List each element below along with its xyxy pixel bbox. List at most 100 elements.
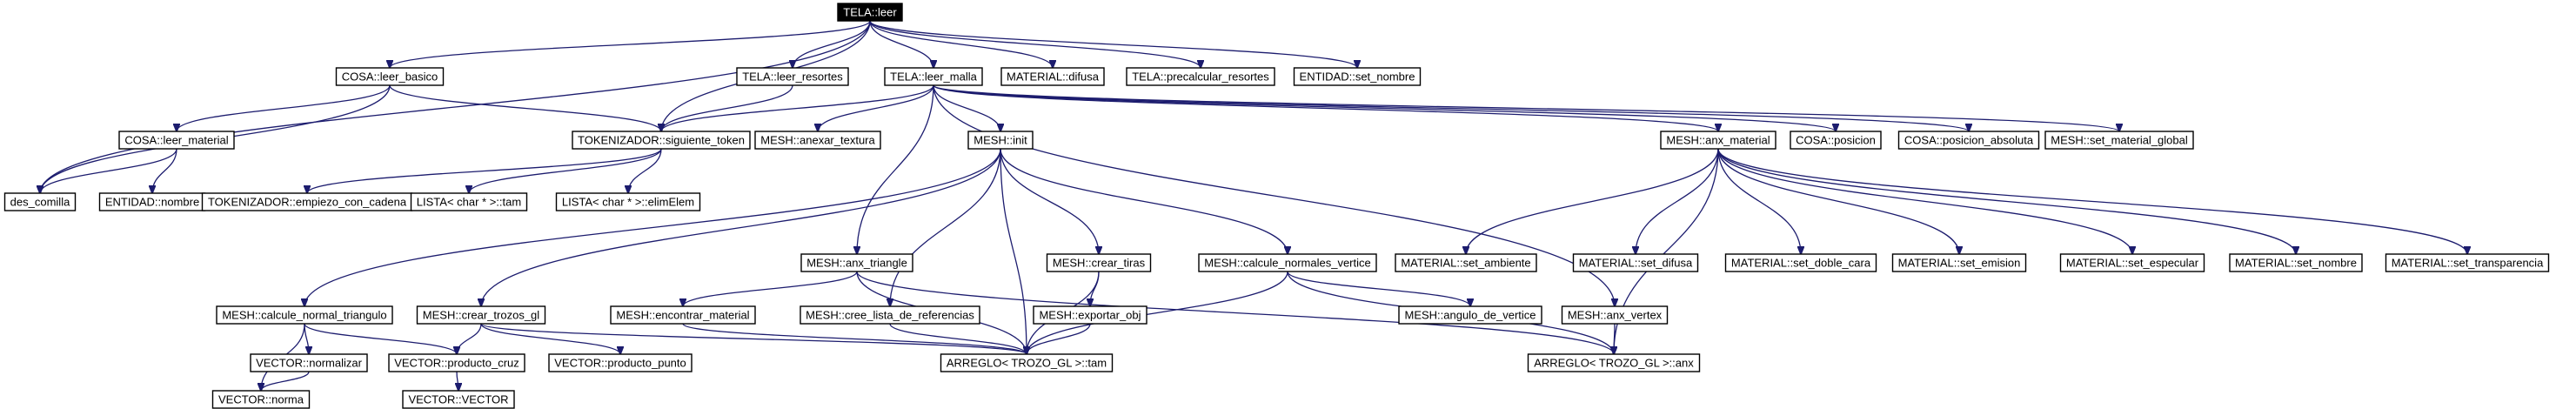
node-tokenizador-siguiente-token[interactable]: TOKENIZADOR::siguiente_token xyxy=(572,131,751,150)
node-mesh-anx-vertex[interactable]: MESH::anx_vertex xyxy=(1561,305,1669,325)
node-box xyxy=(736,67,849,86)
node-vector-producto-punto[interactable]: VECTOR::producto_punto xyxy=(548,353,693,372)
edge-tela-leer-malla-to-mesh-init xyxy=(933,84,1000,131)
node-mesh-calcule-normales-vertice[interactable]: MESH::calcule_normales_vertice xyxy=(1198,253,1377,272)
edge-tela-leer-malla-to-mesh-anx-vertex xyxy=(933,84,1615,306)
node-box xyxy=(884,67,983,86)
node-box xyxy=(1198,253,1377,272)
node-entidad-set-nombre[interactable]: ENTIDAD::set_nombre xyxy=(1293,67,1422,86)
node-box xyxy=(555,192,701,211)
edge-mesh-anx-material-to-material-set-especular xyxy=(1717,148,2132,254)
node-material-set-transparencia[interactable]: MATERIAL::set_transparencia xyxy=(2385,253,2550,272)
node-tela-leer-resortes[interactable]: TELA::leer_resortes xyxy=(736,67,849,86)
node-label: MATERIAL::set_difusa xyxy=(1579,257,1693,270)
node-label: TELA::precalcular_resortes xyxy=(1132,70,1269,84)
node-label: COSA::leer_basico xyxy=(342,70,438,84)
node-box xyxy=(1293,67,1422,86)
node-tela-leer-malla[interactable]: TELA::leer_malla xyxy=(884,67,983,86)
edge-tokenizador-siguiente-token-to-tokenizador-empiezo-con-cadena xyxy=(307,148,662,193)
edge-mesh-anx-material-to-material-set-ambiente xyxy=(1466,148,1719,254)
node-material-set-especular[interactable]: MATERIAL::set_especular xyxy=(2059,253,2205,272)
node-mesh-anexar-textura[interactable]: MESH::anexar_textura xyxy=(754,131,881,150)
node-label: MATERIAL::set_emision xyxy=(1898,257,2021,270)
node-material-set-doble-cara[interactable]: MATERIAL::set_doble_cara xyxy=(1724,253,1877,272)
node-box xyxy=(800,253,913,272)
edge-vector-producto-cruz-to-vector-vector xyxy=(457,371,458,391)
node-label: MESH::init xyxy=(974,134,1027,147)
node-label: des_comilla xyxy=(10,196,70,209)
edge-mesh-anx-triangle-to-mesh-encontrar-material xyxy=(683,271,858,306)
node-des-comilla[interactable]: des_comilla xyxy=(3,192,77,211)
node-arreglo-anx[interactable]: ARREGLO< TROZO_GL >::anx xyxy=(1527,353,1701,372)
node-material-set-nombre[interactable]: MATERIAL::set_nombre xyxy=(2229,253,2363,272)
node-vector-producto-cruz[interactable]: VECTOR::producto_cruz xyxy=(388,353,525,372)
node-mesh-set-material-global[interactable]: MESH::set_material_global xyxy=(2044,131,2194,150)
node-box xyxy=(1395,253,1537,272)
edge-tela-leer-malla-to-mesh-set-material-global xyxy=(933,84,2119,131)
node-cosa-posicion-absoluta[interactable]: COSA::posicion_absoluta xyxy=(1897,131,2040,150)
node-mesh-anx-material[interactable]: MESH::anx_material xyxy=(1660,131,1776,150)
node-label: ARREGLO< TROZO_GL >::tam xyxy=(947,357,1107,370)
edge-mesh-anx-material-to-material-set-doble-cara xyxy=(1717,148,1801,254)
edge-mesh-anx-material-to-material-set-difusa xyxy=(1636,148,1719,254)
edge-mesh-crear-tiras-to-mesh-exportar-obj xyxy=(1090,271,1100,306)
node-mesh-crear-trozos-gl[interactable]: MESH::crear_trozos_gl xyxy=(416,305,546,325)
node-box xyxy=(610,305,756,325)
node-label: COSA::posicion xyxy=(1796,134,1876,147)
node-label: TELA::leer_resortes xyxy=(742,70,843,84)
node-mesh-cree-lista-de-referencias[interactable]: MESH::cree_lista_de_referencias xyxy=(800,305,980,325)
edge-tela-leer-to-cosa-leer-basico xyxy=(390,20,871,68)
node-box xyxy=(335,67,445,86)
node-lista-elimelem[interactable]: LISTA< char * >::elimElem xyxy=(555,192,701,211)
edge-mesh-calcule-normales-vertice-to-arreglo-tam xyxy=(1027,271,1288,354)
node-box xyxy=(2059,253,2205,272)
node-material-set-emision[interactable]: MATERIAL::set_emision xyxy=(1891,253,2027,272)
node-cosa-posicion[interactable]: COSA::posicion xyxy=(1790,131,1882,150)
node-lista-tam[interactable]: LISTA< char * >::tam xyxy=(410,192,528,211)
edge-cosa-leer-basico-to-tokenizador-siguiente-token xyxy=(389,84,661,131)
node-label: LISTA< char * >::tam xyxy=(417,196,521,209)
node-cosa-leer-basico[interactable]: COSA::leer_basico xyxy=(335,67,445,86)
edge-mesh-anx-material-to-material-set-transparencia xyxy=(1717,148,2467,254)
node-vector-normalizar[interactable]: VECTOR::normalizar xyxy=(250,353,368,372)
node-label: TELA::leer_malla xyxy=(890,70,977,84)
node-box xyxy=(416,305,546,325)
node-cosa-leer-material[interactable]: COSA::leer_material xyxy=(118,131,235,150)
node-mesh-encontrar-material[interactable]: MESH::encontrar_material xyxy=(610,305,756,325)
node-vector-vector[interactable]: VECTOR::VECTOR xyxy=(402,390,515,409)
node-label: MESH::crear_trozos_gl xyxy=(423,309,539,322)
node-label: MATERIAL::set_especular xyxy=(2066,257,2199,270)
node-arreglo-tam[interactable]: ARREGLO< TROZO_GL >::tam xyxy=(940,353,1114,372)
node-entidad-nombre[interactable]: ENTIDAD::nombre xyxy=(98,192,206,211)
node-mesh-calcule-normal-triangulo[interactable]: MESH::calcule_normal_triangulo xyxy=(216,305,393,325)
edge-layer xyxy=(40,20,2467,391)
edge-cosa-leer-material-to-des-comilla xyxy=(40,148,177,193)
node-label: TOKENIZADOR::empiezo_con_cadena xyxy=(208,196,407,209)
node-label: MESH::set_material_global xyxy=(2051,134,2188,147)
node-label: MATERIAL::set_doble_cara xyxy=(1731,257,1871,270)
node-tokenizador-empiezo-con-cadena[interactable]: TOKENIZADOR::empiezo_con_cadena xyxy=(201,192,413,211)
edge-mesh-cree-lista-de-referencias-to-arreglo-tam xyxy=(889,323,1027,354)
node-tela-precalcular-resortes[interactable]: TELA::precalcular_resortes xyxy=(1126,67,1275,86)
node-box xyxy=(800,305,980,325)
node-mesh-crear-tiras[interactable]: MESH::crear_tiras xyxy=(1046,253,1152,272)
node-mesh-angulo-de-vertice[interactable]: MESH::angulo_de_vertice xyxy=(1398,305,1542,325)
node-material-difusa[interactable]: MATERIAL::difusa xyxy=(1000,67,1105,86)
node-box xyxy=(1660,131,1776,150)
node-mesh-init[interactable]: MESH::init xyxy=(967,131,1034,150)
node-mesh-anx-triangle[interactable]: MESH::anx_triangle xyxy=(800,253,913,272)
node-box xyxy=(1527,353,1701,372)
node-label: LISTA< char * >::elimElem xyxy=(562,196,694,209)
node-material-set-difusa[interactable]: MATERIAL::set_difusa xyxy=(1572,253,1699,272)
node-box xyxy=(2385,253,2550,272)
node-box xyxy=(572,131,751,150)
node-vector-norma[interactable]: VECTOR::norma xyxy=(211,390,311,409)
node-label: ENTIDAD::set_nombre xyxy=(1300,70,1415,84)
node-label: MESH::angulo_de_vertice xyxy=(1404,309,1536,322)
edge-tela-leer-to-des-comilla xyxy=(40,20,871,193)
node-material-set-ambiente[interactable]: MATERIAL::set_ambiente xyxy=(1395,253,1537,272)
node-tela-leer[interactable]: TELA::leer xyxy=(837,3,903,22)
node-mesh-exportar-obj[interactable]: MESH::exportar_obj xyxy=(1033,305,1147,325)
